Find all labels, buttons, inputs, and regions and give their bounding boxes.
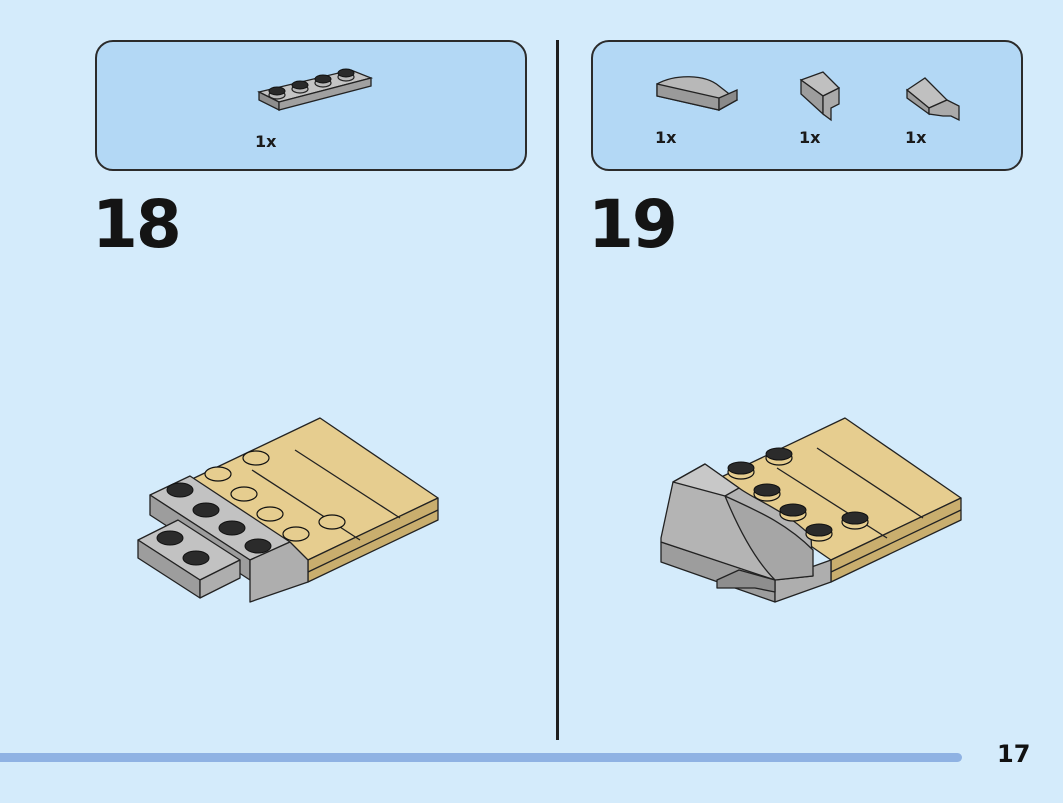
parts-callout-step-18: 1x <box>95 40 527 171</box>
plate-1x4-icon <box>257 68 374 112</box>
part-qty: 1x <box>905 128 927 147</box>
part-qty: 1x <box>655 128 677 147</box>
curved-slope-2x2-icon <box>656 76 739 112</box>
step-number: 18 <box>92 186 182 263</box>
page-number: 17 <box>997 740 1031 768</box>
part-qty: 1x <box>799 128 821 147</box>
parts-callout-step-19: 1x 1x 1x <box>591 40 1023 171</box>
part-qty: 1x <box>255 132 277 151</box>
step-number: 19 <box>588 186 678 263</box>
wedge-slope-right-icon <box>905 77 960 122</box>
step-19-model-illustration <box>660 417 962 603</box>
step-18-model-illustration <box>137 417 439 603</box>
progress-bar <box>0 753 962 762</box>
wedge-slope-left-icon <box>799 71 841 122</box>
step-divider <box>556 40 559 740</box>
